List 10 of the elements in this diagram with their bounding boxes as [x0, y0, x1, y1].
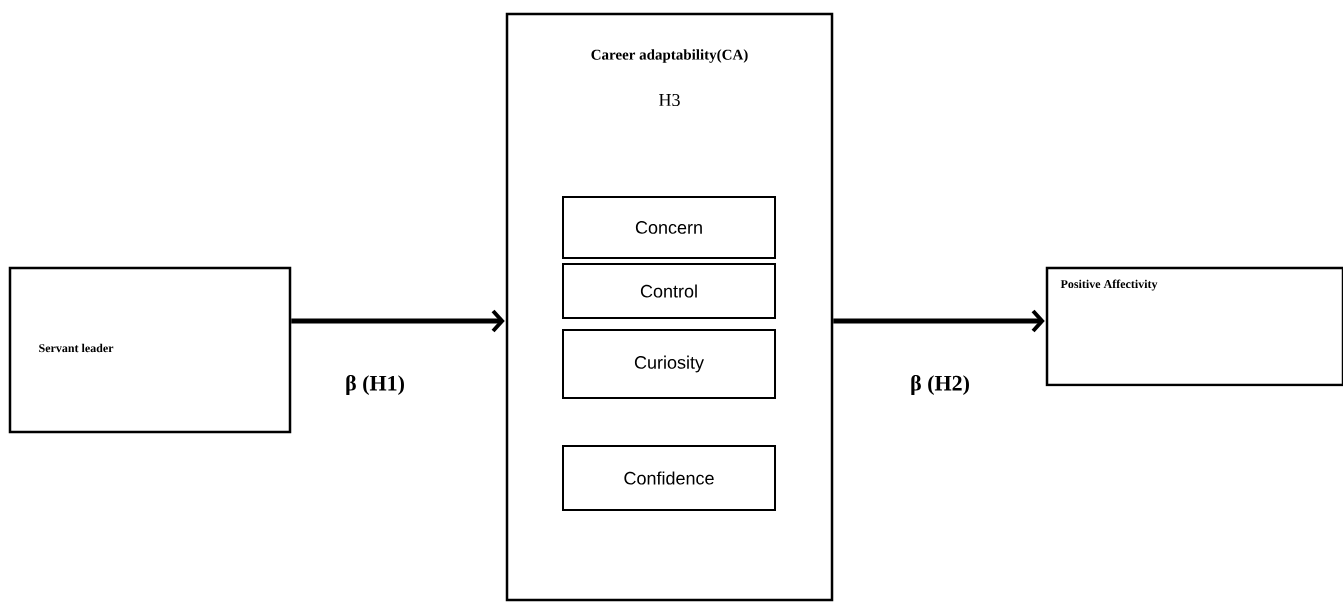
- arrow: [833, 309, 1045, 333]
- item-box: Curiosity: [562, 329, 776, 399]
- item-box: Control: [562, 263, 776, 319]
- concept-box: Positive Affectivity: [1045, 266, 1343, 387]
- concept-box: Servant leader: [8, 266, 292, 434]
- item-box: Concern: [562, 196, 776, 259]
- edge-label: β (H1): [343, 372, 407, 398]
- arrow: [291, 309, 505, 333]
- item-box: Confidence: [562, 445, 776, 511]
- edge-label: β (H2): [908, 372, 972, 398]
